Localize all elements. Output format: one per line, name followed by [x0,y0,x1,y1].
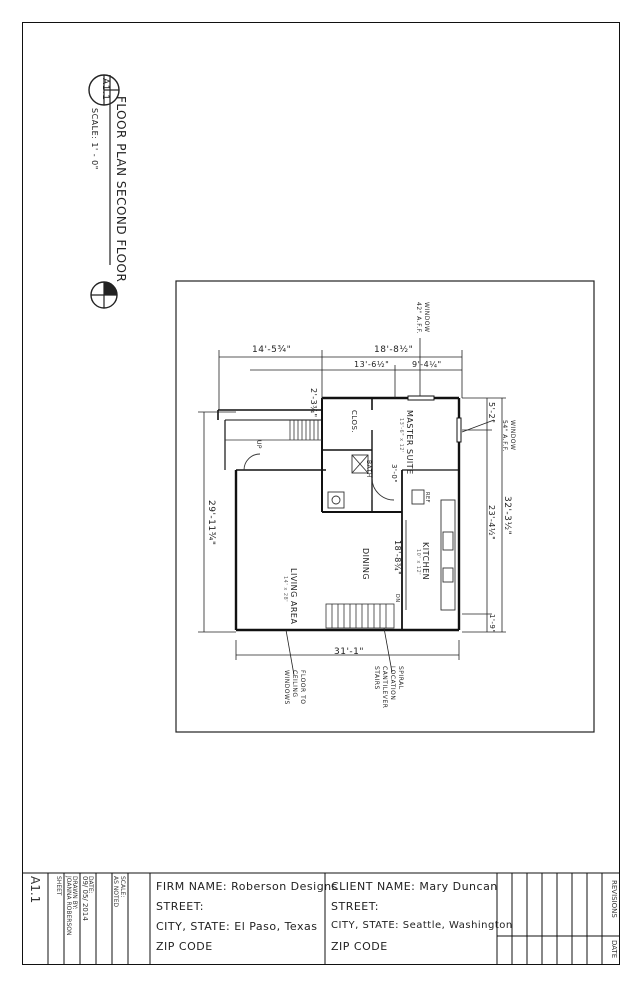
room-living-area: LIVING AREA [289,568,298,625]
dimension-lines [198,350,506,660]
dim-top-inner-b: 9'-4¼" [412,360,442,369]
room-living-size: 14' x 28' [282,576,288,603]
room-master-size: 13'-6" x 12' [398,418,404,453]
revisions-label: REVISIONS [610,880,618,918]
dim-stair-small: 2'-3¾" [309,388,318,418]
firm-name: FIRM NAME: Roberson Designs [156,880,338,893]
stair-treads-upper [225,420,322,441]
title-block-lines [22,872,620,965]
date-value: 09/ 05/ 2014 [81,876,89,921]
bath-fixtures [327,454,395,509]
dim-bottom: 31'-1" [334,647,365,657]
sheet-scale: SCALE: 1' - 0" [90,108,99,170]
fridge-label: REF [424,492,430,504]
room-dining: DINING [361,548,370,581]
room-kitchen: KITCHEN [421,542,430,581]
drawing-sheet-border [22,22,620,965]
client-city-state: CITY, STATE: Seattle, Washington [331,920,513,931]
detail-reference-symbol [88,74,120,265]
dim-door: 3'-0" [390,464,398,484]
note-window-top: WINDOW 42" A.F.F. [415,302,430,334]
revision-date-label: DATE [610,940,618,959]
client-zip: ZIP CODE [331,940,388,953]
floor-plan-walls [217,395,462,632]
dim-top-inner-a: 13'-6½" [354,360,390,369]
dim-interior: 18'-8¾" [393,540,402,576]
room-master-suite: MASTER SUITE [405,410,414,475]
sheet-title: FLOOR PLAN SECOND FLOOR [114,96,128,283]
plan-frame [175,280,595,733]
room-closet: CLOS. [350,410,358,434]
dim-right-total: 32'-3½" [502,496,512,536]
leader-lines [285,338,495,676]
dim-top-right: 18'-8½" [374,345,414,355]
drawn-by-value: JOANNA ROBERSON [65,876,72,936]
dim-right-b: 23'-4½" [487,505,496,541]
note-floor-to-ceiling: FLOOR TO CEILING WINDOWS [283,670,306,705]
north-arrow-symbol [90,281,118,309]
scale-value: AS NOTED [112,876,119,908]
note-window-right: WINDOW 54" A.F.F. [501,420,516,452]
room-kitchen-size: 10' x 12' [415,549,421,576]
dim-right-c: 1'-9" [488,614,496,634]
firm-street: STREET: [156,900,204,913]
firm-zip: ZIP CODE [156,940,213,953]
sheet-label: SHEET [55,876,62,896]
drawn-by-label: DRAWN BY: [71,876,78,910]
dim-left-side: 29'-11¾" [206,500,216,546]
dim-top-left: 14'-5¾" [252,345,292,355]
client-name: CLIENT NAME: Mary Duncan [331,880,498,893]
firm-city-state: CITY, STATE: El Paso, Texas [156,920,318,933]
room-bath: BATH [365,460,372,478]
dim-right-a: 5'-2" [487,402,496,424]
sheet-number: A1.1 [28,876,42,904]
kitchen-counters [411,489,456,611]
door-swing [243,453,261,471]
client-street: STREET: [331,900,379,913]
note-spiral-stairs: SPIRAL LOCATION CANTILEVER STAIRS [373,666,404,709]
scale-label: SCALE: [119,876,126,898]
detail-reference-number: A1.1 [100,78,110,101]
stair-up-label: UP [255,440,262,450]
stair-down-label: DN [394,594,400,603]
stair-treads-lower [325,603,395,629]
